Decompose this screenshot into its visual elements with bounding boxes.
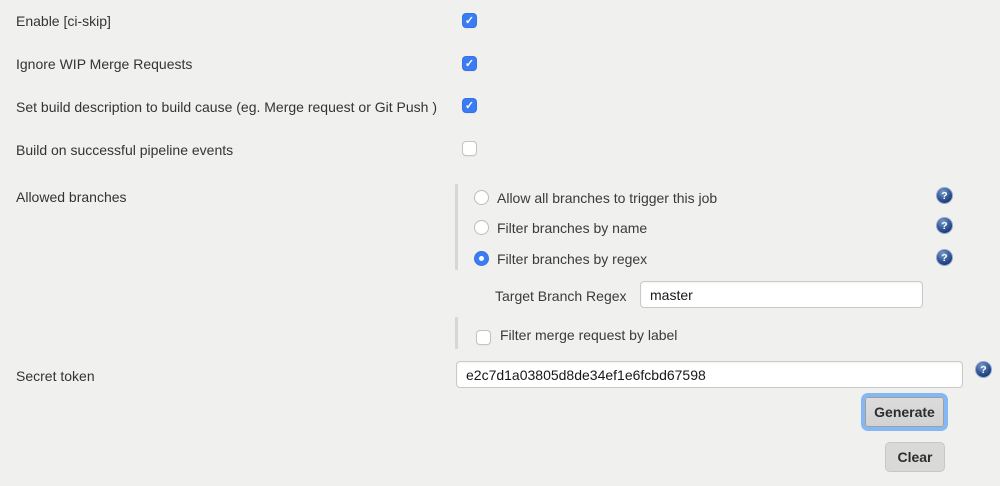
radio-filter-branches-by-name[interactable] <box>474 220 489 235</box>
secret-token-label: Secret token <box>16 368 95 384</box>
clear-button[interactable]: Clear <box>885 442 945 472</box>
ignore-wip-label: Ignore WIP Merge Requests <box>16 56 193 72</box>
help-icon[interactable]: ? <box>975 361 992 378</box>
pipeline-events-checkbox[interactable]: ✓ <box>462 141 477 156</box>
filter-merge-request-by-label-label: Filter merge request by label <box>500 327 678 343</box>
secret-token-input[interactable] <box>456 361 963 388</box>
pipeline-events-label: Build on successful pipeline events <box>16 142 234 158</box>
enable-ci-skip-label: Enable [ci-skip] <box>16 13 111 29</box>
target-branch-regex-label: Target Branch Regex <box>495 288 627 304</box>
ignore-wip-checkbox[interactable]: ✓ <box>462 56 477 71</box>
help-icon[interactable]: ? <box>936 217 953 234</box>
radio-allow-all-branches-label: Allow all branches to trigger this job <box>497 190 718 206</box>
radio-filter-branches-by-name-label: Filter branches by name <box>497 220 648 236</box>
checkmark-icon: ✓ <box>464 15 475 27</box>
checkmark-icon: ✓ <box>464 58 475 70</box>
radio-filter-branches-by-regex-label: Filter branches by regex <box>497 251 648 267</box>
help-icon[interactable]: ? <box>936 187 953 204</box>
checkmark-icon: ✓ <box>464 100 475 112</box>
radio-dot <box>479 256 484 261</box>
indent-bar <box>455 317 458 349</box>
build-description-checkbox[interactable]: ✓ <box>462 98 477 113</box>
target-branch-regex-input[interactable] <box>640 281 923 308</box>
generate-button[interactable]: Generate <box>865 397 944 427</box>
help-icon[interactable]: ? <box>936 249 953 266</box>
filter-merge-request-by-label-checkbox[interactable]: ✓ <box>476 330 491 345</box>
indent-bar <box>455 184 458 270</box>
allowed-branches-label: Allowed branches <box>16 189 127 205</box>
enable-ci-skip-checkbox[interactable]: ✓ <box>462 13 477 28</box>
radio-allow-all-branches[interactable] <box>474 190 489 205</box>
build-description-label: Set build description to build cause (eg… <box>16 99 437 115</box>
radio-filter-branches-by-regex[interactable] <box>474 251 489 266</box>
